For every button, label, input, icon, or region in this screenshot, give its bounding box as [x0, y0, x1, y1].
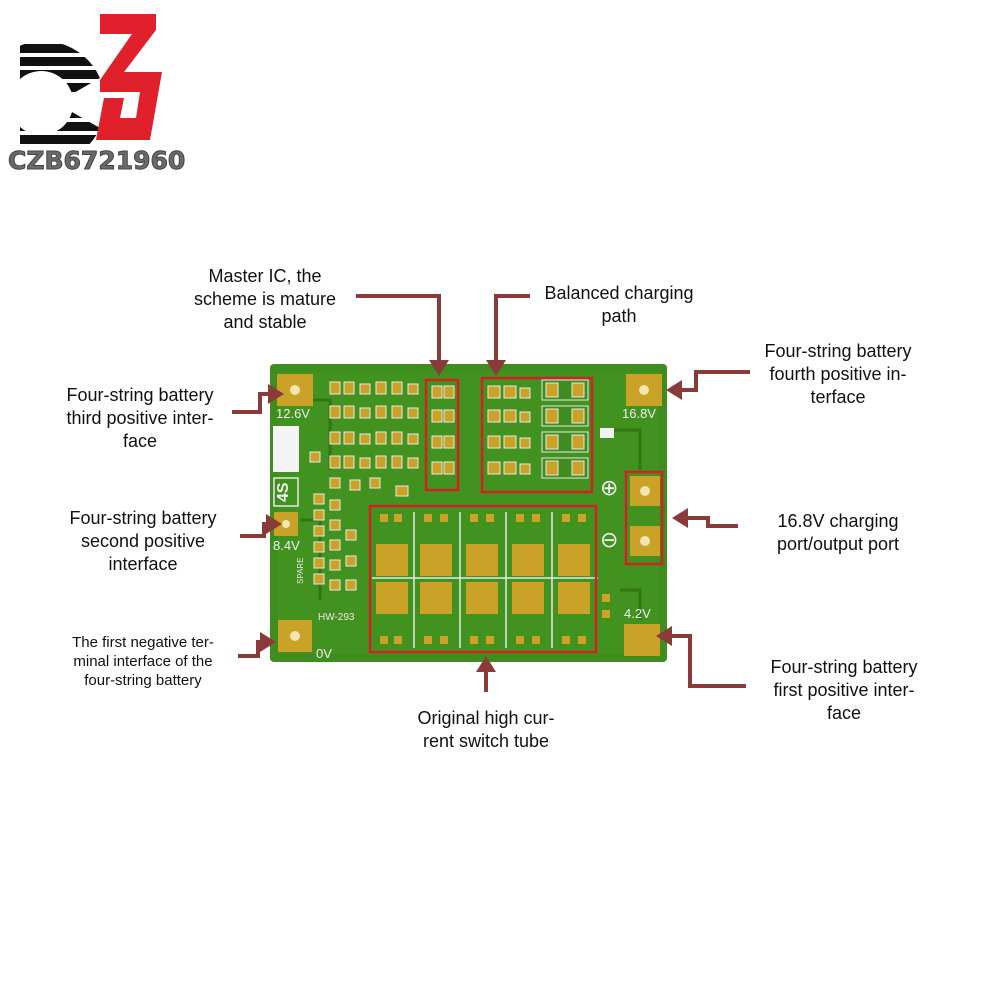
- silk-12-6v: 12.6V: [276, 406, 310, 421]
- label-first-positive: Four-string battery first positive inter…: [770, 657, 918, 724]
- silk-16-8v: 16.8V: [622, 406, 656, 421]
- white-label-patch: [273, 426, 299, 472]
- highlight-charging-port: [624, 470, 664, 566]
- model-box: [273, 477, 299, 507]
- pad-4-2v: [624, 624, 660, 656]
- label-switch-tube: Original high cur- rent switch tube: [417, 708, 555, 752]
- silk-plus: ⊕: [600, 476, 619, 501]
- brand-logo: [20, 14, 162, 144]
- brand-name: CZB6721960: [8, 146, 186, 176]
- label-fourth-positive: Four-string battery fourth positive in- …: [764, 341, 912, 408]
- highlight-switch-tube: [368, 504, 598, 654]
- diode-mark: [600, 428, 614, 438]
- silk-part-no: HW-293: [318, 612, 355, 623]
- label-third-positive: Four-string battery third positive inter…: [66, 385, 214, 452]
- silk-spare: SPARE: [296, 557, 305, 584]
- silk-4s: 4S: [275, 482, 292, 502]
- silk-8-4v: 8.4V: [273, 538, 300, 553]
- label-charging-port: 16.8V charging port/output port: [776, 511, 900, 555]
- silk-4-2v: 4.2V: [624, 606, 651, 621]
- label-second-positive: Four-string battery second positive inte…: [69, 508, 217, 575]
- silk-minus: ⊖: [600, 528, 619, 553]
- highlight-master-ic: [424, 378, 460, 492]
- logo-z-shape: [96, 14, 162, 140]
- highlight-balanced-path: [480, 376, 594, 494]
- label-first-negative: The first negative ter- minal interface …: [72, 634, 214, 690]
- label-master-ic: Master IC, the scheme is mature and stab…: [193, 266, 337, 333]
- annotation-arrows: [232, 294, 750, 692]
- silk-0v: 0V: [316, 646, 332, 661]
- label-balanced-path: Balanced charging path: [544, 283, 694, 327]
